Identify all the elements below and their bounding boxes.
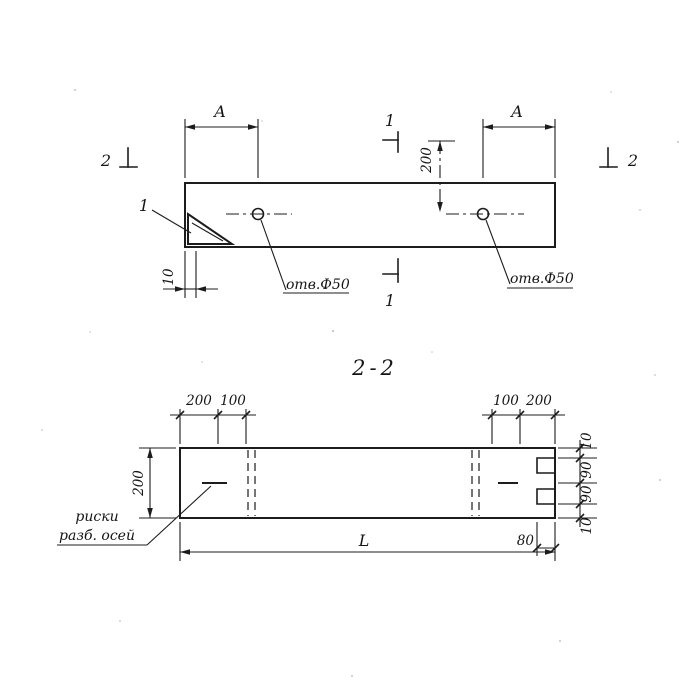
detail-leader-line (151, 209, 192, 234)
axis-note-line2: разб. осей (59, 528, 135, 544)
section1-bottom-label: 1 (385, 291, 395, 310)
dim-length-label: L (358, 531, 370, 550)
dim-length: L (179, 522, 556, 561)
detail-ref-label: 1 (139, 196, 149, 215)
section2-right-label: 2 (627, 151, 638, 170)
dim-notch-depth: 80 (517, 522, 560, 556)
dim-notch-label: 80 (517, 533, 535, 549)
dim-200-label: 200 (419, 147, 435, 174)
dim-100-top-right: 100 (493, 393, 519, 409)
dim-height-label: 200 (131, 470, 147, 497)
dim-chain-top-right: 100 200 (482, 393, 565, 444)
dim-right-90-top: 90 (579, 461, 595, 479)
dim-a-left-label: A (212, 102, 226, 121)
hidden-edges (247, 450, 480, 516)
dim-200-top-left: 200 (185, 393, 212, 409)
dim-200-top-right: 200 (525, 393, 552, 409)
dim-a-right-label: A (509, 102, 523, 121)
section1-mark-bottom: 1 (382, 258, 399, 310)
hole-offset-dimension: 200 (419, 140, 455, 212)
hole-left (226, 207, 292, 221)
end-notches (536, 457, 556, 505)
dim-right-90-bottom: 90 (579, 485, 595, 503)
dim-100-top-left: 100 (220, 393, 246, 409)
section2-left-label: 2 (100, 151, 111, 170)
dim-right-10-bottom: 10 (579, 517, 595, 535)
beam-outline (184, 182, 556, 248)
section2-mark-left: 2 (100, 147, 138, 170)
axis-note-line1: риски (75, 509, 118, 525)
dim-chain-right: 10 90 90 10 (558, 432, 597, 535)
axis-note: риски разб. осей (57, 485, 212, 546)
hole-callout-left: отв.Ф50 (260, 219, 350, 294)
hole-callout-right: отв.Ф50 (485, 219, 574, 289)
hole-right (446, 207, 524, 221)
corner-detail (187, 212, 236, 245)
dim-right-10-top: 10 (579, 432, 595, 450)
top-view: 1 200 отв.Ф50 отв.Ф50 (100, 102, 638, 310)
section1-top-label: 1 (385, 111, 395, 130)
section1-mark-top: 1 (382, 111, 399, 153)
dim-10-edge: 10 (161, 251, 218, 298)
section-outline (179, 447, 556, 519)
dim-chain-top-left: 200 100 (170, 393, 256, 444)
dim-a-right: A (482, 102, 556, 178)
section2-mark-right: 2 (599, 147, 638, 170)
hole-label-left: отв.Ф50 (286, 277, 350, 293)
dim-a-left: A (184, 102, 259, 178)
dim-height-left: 200 (131, 447, 176, 519)
scan-noise (41, 89, 679, 677)
dim-10-label: 10 (161, 268, 177, 286)
hole-label-right: отв.Ф50 (510, 271, 574, 287)
section-view: 200 100 100 200 200 (57, 393, 597, 561)
section-title: 2-2 (351, 356, 398, 380)
